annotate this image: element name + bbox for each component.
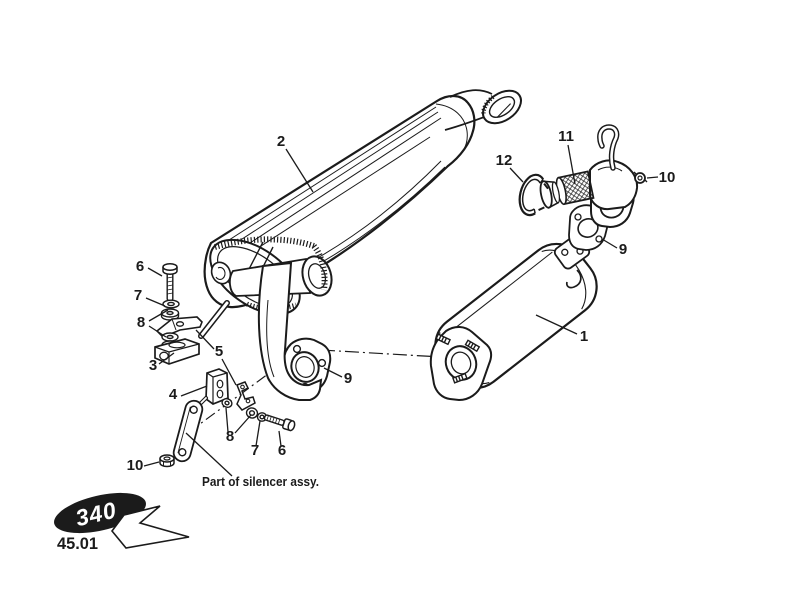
callout-6-upper[interactable]: 6 [136,258,163,277]
upper-bolt [162,263,178,302]
section-code: 45.01 [57,534,98,553]
callout-5[interactable]: 5 [195,329,237,386]
rubber-mount [194,368,229,410]
callout-9-upper[interactable]: 9 [601,238,627,258]
callout-10-lower[interactable]: 10 [127,457,160,474]
callout-label[interactable]: 2 [277,133,285,150]
lower-bolt [263,414,296,432]
callout-7-upper[interactable]: 7 [134,287,166,307]
callout-12[interactable]: 12 [496,152,524,183]
lower-washer-8 [221,397,233,409]
callout-label[interactable]: 7 [134,287,142,304]
callout-label[interactable]: 3 [149,357,157,374]
lower-nut [159,454,175,468]
end-cap-hatch-bands [214,236,328,312]
callout-7-lower[interactable]: 7 [251,420,261,459]
callout-4[interactable]: 4 [169,385,208,403]
pipe-curl [210,261,232,285]
callout-label[interactable]: 12 [496,152,513,169]
callout-8-upper[interactable]: 8 [137,309,169,338]
callout-9-lower[interactable]: 9 [323,367,352,387]
note-text: Part of silencer assy. [202,474,319,489]
outlet-pipe [257,261,323,401]
callout-label[interactable]: 6 [278,442,286,459]
rubber-block [154,338,200,365]
callout-2[interactable]: 2 [277,133,314,193]
flex-pipe [555,170,595,206]
flange-studs [435,333,481,384]
callout-8-lower[interactable]: 8 [225,407,252,445]
callout-label[interactable]: 8 [137,314,145,331]
flex-joint-assembly [518,124,648,251]
upper-nut [633,171,648,184]
callout-1[interactable]: 1 [535,314,588,345]
tail-pipe-tip [444,89,522,131]
callout-label[interactable]: 10 [127,457,144,474]
callout-label[interactable]: 11 [558,128,574,145]
callout-11[interactable]: 11 [558,128,576,185]
callout-3[interactable]: 3 [149,352,175,374]
logo-swoosh [110,505,190,549]
brand-logo: 340 [54,492,190,549]
callout-label[interactable]: 9 [619,241,627,258]
callouts: 2 6 7 8 3 5 4 8 [127,128,676,474]
callout-label[interactable]: 9 [344,370,352,387]
callout-label[interactable]: 1 [580,328,588,345]
callout-label[interactable]: 7 [251,442,259,459]
front-silencer-flange [429,326,493,402]
lower-washer-7 [245,407,268,422]
axis-flange-to-silencer [320,349,442,358]
silencer-note: Part of silencer assy. [185,432,319,489]
callout-label[interactable]: 4 [169,386,178,403]
mounting-hardware [154,263,296,468]
lower-bracket [236,381,256,411]
callout-label[interactable]: 6 [136,258,144,275]
callout-label[interactable]: 5 [215,343,223,360]
front-silencer [429,234,598,402]
callout-label[interactable]: 10 [659,169,676,186]
callout-10-upper[interactable]: 10 [646,169,676,186]
hanger-strap [172,399,204,463]
callout-label[interactable]: 8 [226,428,234,445]
clamp-ring [518,173,549,217]
upper-washer [162,299,180,309]
callout-6-lower[interactable]: 6 [278,430,286,459]
